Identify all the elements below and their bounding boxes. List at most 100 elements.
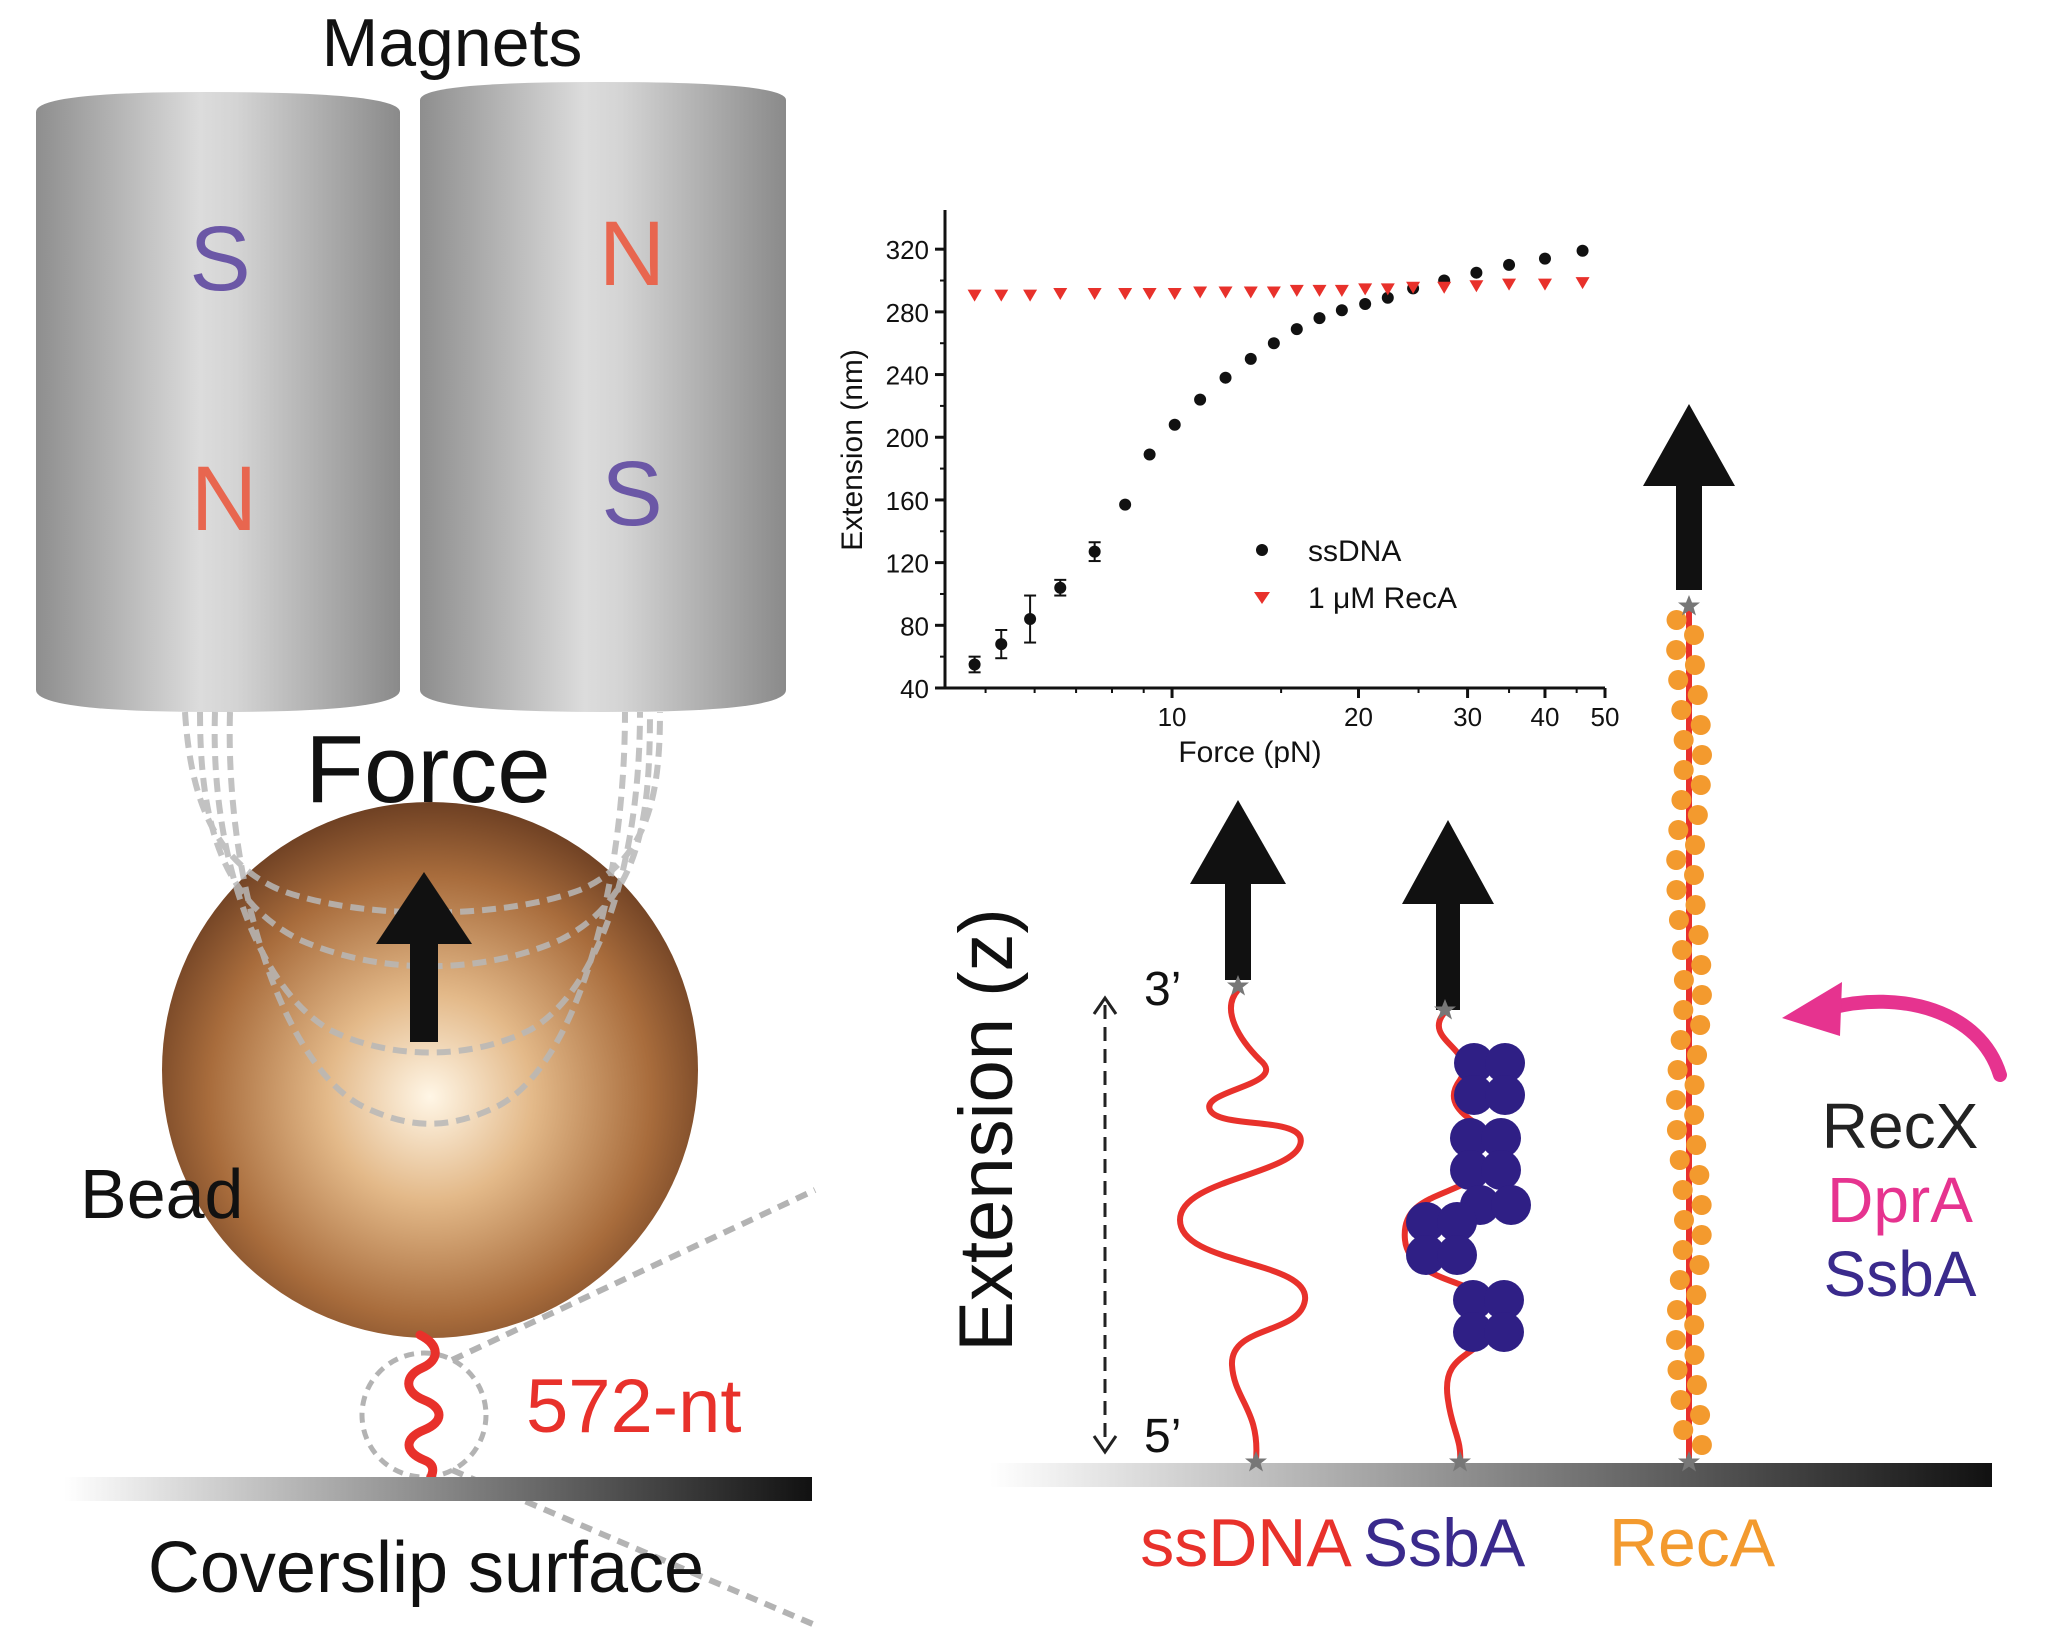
legend-marker-reca [1254,592,1270,604]
reca-protein [1688,925,1709,945]
reca-protein [1666,640,1687,660]
reca-protein [1686,1285,1707,1305]
reca-point [1289,284,1304,297]
reca-protein [1684,1075,1705,1095]
ssdna-point [1219,371,1232,384]
chart-legend: ssDNA 1 μM RecA [1254,535,1457,615]
reca-protein [1673,730,1694,750]
reca-point [1502,278,1517,291]
reca-protein [1691,955,1712,975]
reca-protein [1687,1045,1708,1065]
reca-point [1087,288,1102,301]
reca-protein [1673,1000,1694,1020]
reca-protein [1691,745,1712,765]
magnets-title: Magnets [322,5,583,81]
reca-protein [1666,850,1687,870]
reca-protein [1671,700,1692,720]
x-tick-label: 20 [1344,702,1373,732]
reca-protein [1684,1105,1705,1125]
reca-protein [1691,1435,1712,1455]
y-tick-label: 40 [900,674,929,704]
ssdna-point [1538,252,1551,265]
reca-point [1380,283,1395,296]
ssdna-point [1119,498,1132,511]
extension-axis-label: Extension (z) [944,908,1029,1352]
right-surface [990,1463,1992,1487]
reca-point [1312,284,1327,297]
right-magnet-bottom-pole: S [601,443,662,545]
left-magnet: S N [36,92,400,712]
reca-protein [1668,910,1689,930]
ssdna-point [1313,312,1326,325]
reca-protein [1673,760,1694,780]
ssdna-point [1168,418,1181,431]
protein-label-ssba: SsbA [1824,1238,1977,1310]
reca-protein [1667,1360,1688,1380]
reca-protein [1684,655,1705,675]
reca-protein [1687,685,1708,705]
tether-strand [404,1330,444,1493]
strand-label-ssdna: ssDNA [1140,1505,1352,1581]
reca-point [1243,286,1258,299]
ssdna-point [995,638,1008,651]
reca-point [1142,288,1157,301]
reca-protein [1667,1300,1688,1320]
reca-protein [1684,1315,1705,1335]
reca-point [1023,289,1038,302]
reca-protein [1670,1390,1691,1410]
reca-protein [1685,835,1706,855]
y-tick-label: 240 [886,361,929,391]
ssdna-point [1267,337,1280,350]
strand-label-reca: RecA [1609,1505,1776,1581]
ssdna-point [1335,304,1348,317]
reca-proteins [1666,610,1712,1455]
ssdna-point [1359,298,1372,311]
reca-point [1469,280,1484,293]
reca-point [1575,277,1590,290]
reca-protein [1673,1210,1694,1230]
ssdna-point [1143,448,1156,461]
y-tick-label: 80 [900,611,929,641]
reca-point [1167,288,1182,301]
ssdna-point [1088,545,1101,558]
x-tick-label: 30 [1453,702,1482,732]
left-surface [64,1477,812,1501]
ssdna-point [1290,323,1303,336]
tether-label: 572-nt [526,1364,742,1449]
reca-point [1406,281,1421,294]
end-3-label: 3’ [1144,963,1181,1016]
tether-zoom-circle [359,1350,489,1480]
reca-point [1437,281,1452,294]
ssdna-strand [1176,800,1308,1472]
reca-point [1053,288,1068,301]
reca-protein [1691,1225,1712,1245]
force-arrow [376,872,472,1042]
reca-protein [1684,625,1705,645]
reca-protein [1666,1330,1687,1350]
left-magnet-top-pole: S [189,208,250,310]
reca-protein [1670,1030,1691,1050]
y-tick-label: 320 [886,235,929,265]
reca-protein [1687,805,1708,825]
chart-ylabel: Extension (nm) [836,349,869,551]
reca-protein [1684,1345,1705,1365]
reca-point [1334,284,1349,297]
ssdna-point [1381,291,1394,304]
ssdna-point [1054,581,1067,594]
reca-protein [1672,1180,1693,1200]
legend-label-reca: 1 μM RecA [1308,582,1457,615]
ssdna-point [1194,393,1207,406]
reca-protein [1686,1135,1707,1155]
protein-label-recx: RecX [1822,1090,1979,1162]
pink-curved-arrow [1782,982,2007,1082]
reca-point [1193,286,1208,299]
reca-point [1266,286,1281,299]
reca-protein [1666,1090,1687,1110]
reca-point [967,289,982,302]
reca-protein [1690,715,1711,735]
y-tick-label: 280 [886,298,929,328]
reca-protein [1673,1420,1694,1440]
reca-protein [1689,1255,1710,1275]
